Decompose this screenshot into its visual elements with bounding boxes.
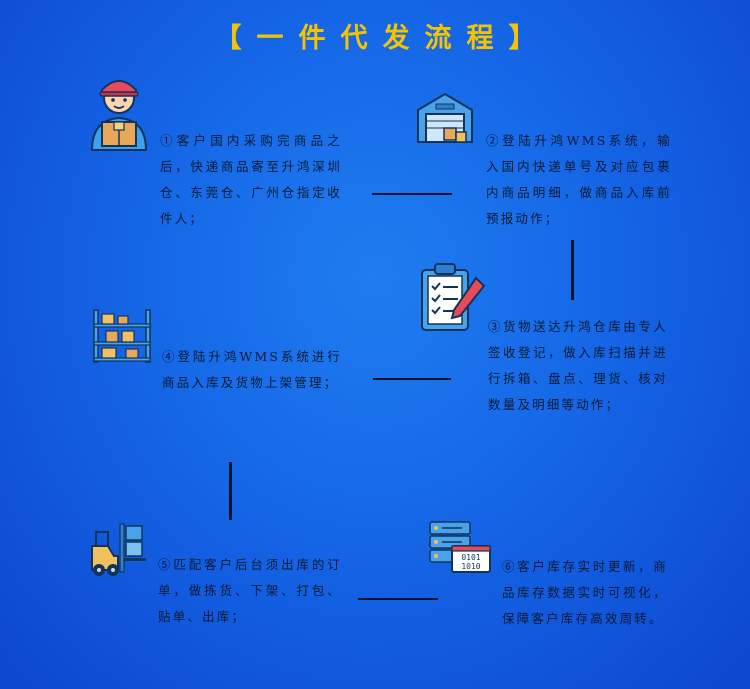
page-title: 【一件代发流程】	[214, 23, 551, 54]
warehouse-icon	[414, 88, 476, 150]
binary-line-2: 1010	[461, 562, 480, 571]
connector-4-5	[229, 462, 232, 520]
courier-icon	[88, 72, 150, 156]
step-3-text: ③货物送达升鸿仓库由专人签收登记，做入库扫描并进行拆箱、盘点、理货、核对数量及明…	[488, 319, 668, 412]
connector-1-2	[372, 193, 452, 195]
forklift-icon	[86, 522, 152, 584]
binary-line-1: 0101	[461, 553, 480, 562]
shelf-icon	[90, 306, 154, 368]
connector-5-6	[358, 598, 438, 600]
step-1-text: ①客户国内采购完商品之后，快递商品寄至升鸿深圳仓、东莞仓、广州仓指定收件人；	[160, 133, 342, 226]
server-icon: 0101 1010	[428, 520, 494, 580]
step-5-text: ⑤匹配客户后台须出库的订单，做拣货、下架、打包、贴单、出库；	[158, 557, 342, 624]
connector-2-3	[571, 240, 574, 300]
step-4-text: ④登陆升鸿WMS系统进行商品入库及货物上架管理；	[162, 349, 342, 390]
step-2-text: ②登陆升鸿WMS系统，输入国内快递单号及对应包裹内商品明细，做商品入库前预报动作…	[486, 133, 672, 226]
step-6-text: ⑥客户库存实时更新，商品库存数据实时可视化，保障客户库存高效周转。	[502, 559, 668, 626]
clipboard-icon	[418, 260, 490, 338]
connector-3-4	[373, 378, 451, 380]
